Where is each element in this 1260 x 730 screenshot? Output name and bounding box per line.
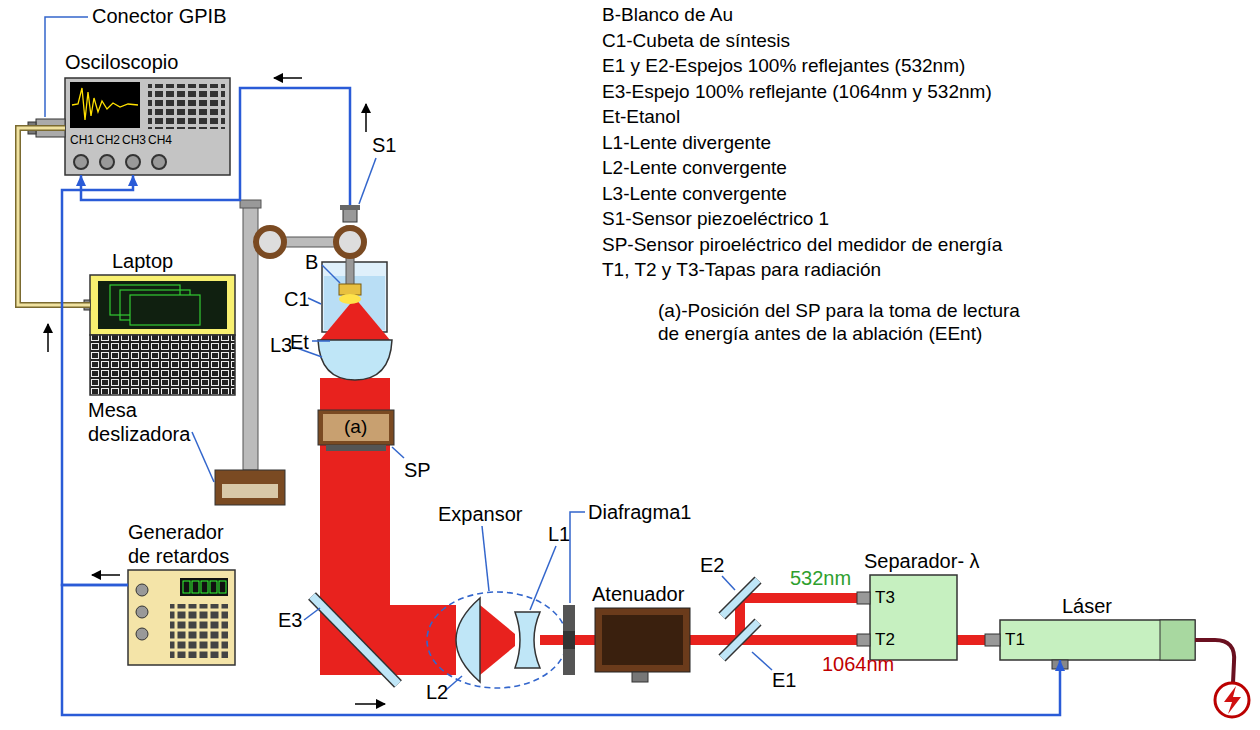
legend-note: L2-Lente convergente: [602, 157, 787, 180]
delay-generator: [128, 570, 235, 665]
laser-head: [985, 620, 1249, 717]
part-label: Mesa deslizadora: [88, 398, 216, 446]
channel-label: CH3: [122, 133, 146, 147]
laser-node: Láser: [1000, 620, 1195, 660]
legend-note: Et-Etanol: [602, 106, 680, 129]
node-title: (a): [344, 416, 367, 439]
part-label: 1064nm: [822, 652, 894, 676]
part-label: Et: [290, 330, 309, 354]
legend-note: E3-Espejo 100% reflejante (1064nm y 532n…: [602, 81, 992, 104]
part-label: L3: [270, 333, 292, 357]
part-label: E3: [278, 608, 302, 632]
legend-note: C1-Cubeta de síntesis: [602, 30, 790, 53]
part-label: C1: [284, 287, 310, 311]
delay-generator-node: Generador de retardos: [128, 570, 235, 665]
pyro-sensor: [318, 410, 394, 451]
wavelength-separator: [857, 575, 957, 660]
node-title: Atenuador: [592, 582, 684, 606]
part-label: T3: [875, 588, 895, 608]
node-title: Generador de retardos: [128, 520, 242, 568]
legend-note: SP-Sensor piroeléctrico del medidor de e…: [602, 234, 1002, 257]
node-title: Osciloscopio: [65, 50, 178, 74]
part-label: T1: [1005, 630, 1025, 650]
channel-label: CH4: [148, 133, 172, 147]
part-label: E1: [772, 668, 796, 692]
node-title: Láser: [1062, 594, 1112, 618]
gpib-cable: [18, 128, 90, 305]
arrowhead: [128, 175, 138, 186]
legend-note: S1-Sensor piezoeléctrico 1: [602, 208, 829, 231]
part-label: Conector GPIB: [92, 4, 227, 28]
leader-lines: [45, 17, 772, 690]
lens-l3: [318, 340, 392, 380]
legend-note: L3-Lente convergente: [602, 183, 787, 206]
diaphragm: [563, 605, 575, 675]
direction-arrows: [48, 78, 385, 704]
attenuator-node: Atenuador: [595, 608, 690, 672]
laser-beam: [320, 298, 987, 675]
cable-inner: [18, 128, 90, 305]
signal-wire: [62, 585, 1060, 715]
arrowhead: [1055, 660, 1065, 671]
signal-cable: [76, 88, 350, 205]
expander-outline: [427, 592, 567, 688]
piezo-sensor-node: S1: [342, 205, 358, 222]
oscilloscope-node: OsciloscopioCH1CH2CH3CH4: [65, 78, 230, 175]
legend-note: (a)-Posición del SP para la toma de lect…: [658, 300, 1030, 346]
part-label: L1: [548, 522, 570, 546]
channel-label: CH1: [70, 133, 94, 147]
signal-wire: [81, 88, 350, 205]
channel-label: CH2: [96, 133, 120, 147]
legend-note: E1 y E2-Espejos 100% reflejantes (532nm): [602, 55, 965, 78]
signal-wire: [62, 175, 133, 585]
part-label: T2: [875, 630, 895, 650]
pyro-sensor-node: (a): [318, 410, 394, 445]
signal-cable: [62, 585, 1065, 715]
sliding-stand: [215, 200, 364, 505]
signal-cable: [62, 175, 138, 585]
laptop-node: Laptop: [90, 275, 235, 395]
legend-note: B-Blanco de Au: [602, 4, 733, 27]
part-label: Expansor: [438, 502, 523, 526]
node-title: S1: [372, 133, 396, 157]
part-label: E2: [700, 553, 724, 577]
part-label: Diafragma1: [588, 500, 691, 524]
laptop: [84, 275, 235, 395]
arrowhead: [76, 175, 86, 186]
lens-l2: [456, 598, 480, 682]
part-label: SP: [404, 458, 431, 482]
legend-note: L1-Lente divergente: [602, 132, 771, 155]
legend-note: T1, T2 y T3-Tapas para radiación: [602, 259, 881, 282]
node-title: Separador- λ: [864, 549, 980, 573]
node-title: Laptop: [112, 249, 173, 273]
cable-outer: [18, 128, 90, 305]
attenuator: [595, 608, 690, 682]
lens-l1: [515, 612, 540, 668]
part-label: L2: [426, 680, 448, 704]
part-label: B: [305, 250, 318, 274]
piezo-sensor: [340, 205, 360, 222]
part-label: 532nm: [790, 566, 851, 590]
mirrors: [312, 580, 758, 684]
